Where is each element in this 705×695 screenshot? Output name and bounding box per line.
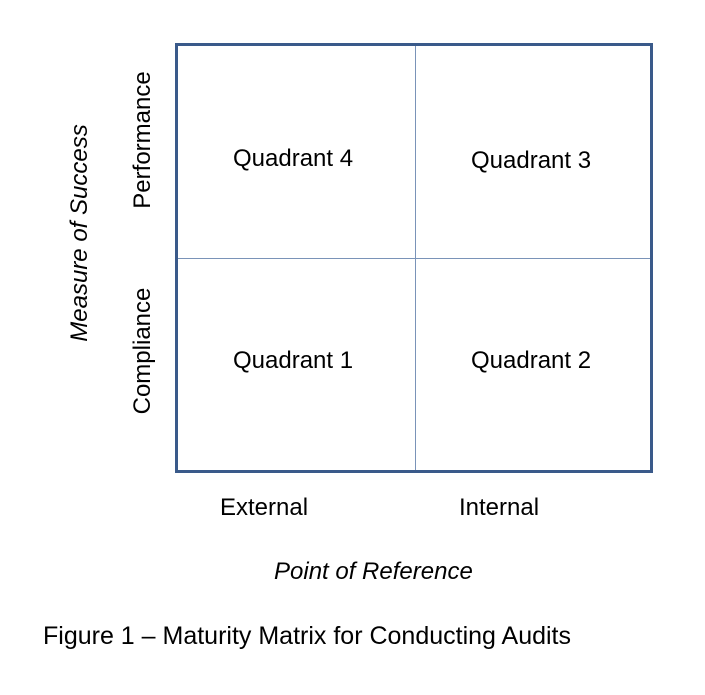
quadrant-2-label: Quadrant 2: [471, 347, 592, 374]
maturity-matrix: Quadrant 4 Quadrant 3 Quadrant 1 Quadran…: [175, 43, 653, 473]
y-category-compliance: Compliance: [129, 287, 156, 415]
y-category-performance: Performance: [129, 71, 156, 209]
quadrant-4-label: Quadrant 4: [233, 145, 354, 172]
y-axis-label: Measure of Success: [66, 124, 93, 342]
figure-caption: Figure 1 – Maturity Matrix for Conductin…: [43, 622, 572, 650]
x-axis-label: Point of Reference: [274, 558, 473, 585]
quadrant-1-label: Quadrant 1: [233, 347, 354, 374]
x-category-external: External: [220, 494, 309, 521]
x-category-internal: Internal: [459, 494, 540, 521]
quadrant-3-label: Quadrant 3: [471, 147, 592, 174]
horizontal-divider: [178, 258, 650, 259]
